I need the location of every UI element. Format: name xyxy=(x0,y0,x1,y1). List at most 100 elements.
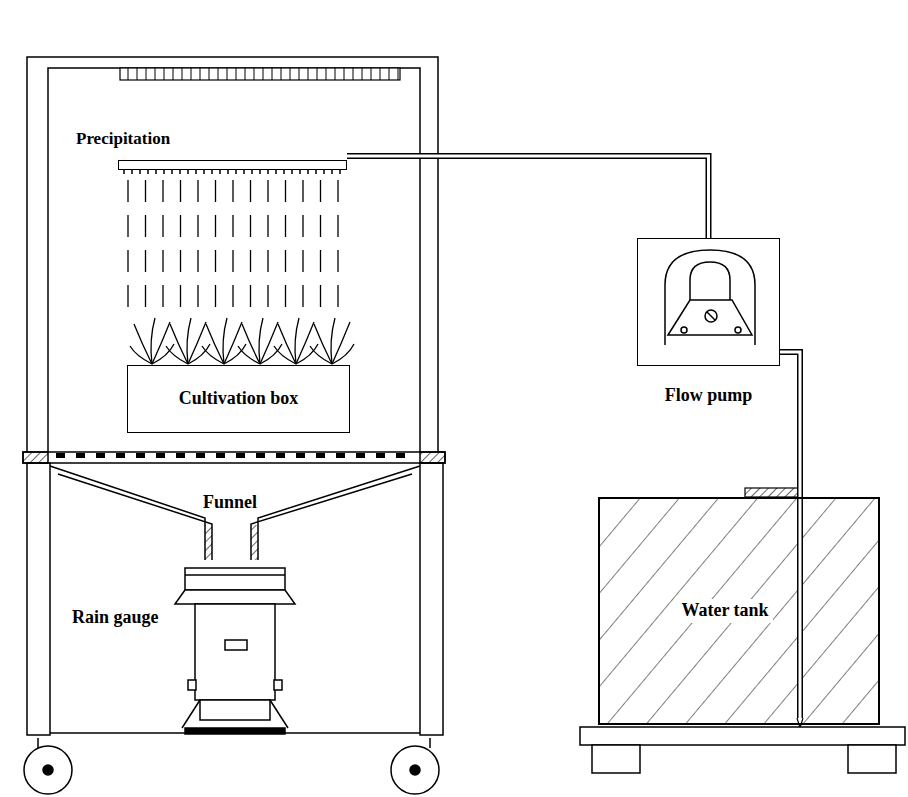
light-grid xyxy=(299,68,300,80)
flow-pump: Flow pump xyxy=(637,238,780,366)
node-label: Precipitation xyxy=(76,129,170,149)
rain-drops xyxy=(285,215,286,237)
light-grid xyxy=(272,68,273,80)
base-plate xyxy=(23,452,48,463)
light-grid xyxy=(263,68,264,80)
lower-frame xyxy=(27,463,50,735)
light-grid xyxy=(146,68,147,80)
rain-drops xyxy=(285,180,286,202)
base-plate xyxy=(420,452,445,463)
plate-perforations xyxy=(156,453,165,458)
tank-stand xyxy=(580,727,905,745)
plants xyxy=(238,346,260,364)
plants xyxy=(274,346,296,364)
sprinkler-holes xyxy=(124,170,340,174)
rain-drops xyxy=(127,180,128,202)
sprinkler-holes xyxy=(259,170,261,174)
sprinkler-holes xyxy=(179,170,181,174)
rain-drops xyxy=(180,285,181,307)
wheels xyxy=(24,746,72,794)
plate-perforations xyxy=(256,453,265,458)
plate-perforations xyxy=(316,453,325,458)
plants xyxy=(296,344,318,364)
sprinkler-holes xyxy=(299,170,301,174)
plants xyxy=(259,318,263,364)
pipe xyxy=(347,156,709,238)
rain-drops xyxy=(302,285,303,307)
funnel xyxy=(251,525,258,560)
wheels xyxy=(410,765,420,775)
rain-drops xyxy=(267,215,268,237)
plants xyxy=(152,322,170,364)
light-grid xyxy=(236,68,237,80)
rain-gauge xyxy=(188,680,196,690)
rain-drops xyxy=(337,215,338,237)
funnel xyxy=(50,466,205,560)
plate-perforations xyxy=(356,453,365,458)
flow-pump-head xyxy=(735,327,741,333)
light-grid xyxy=(245,68,246,80)
sprinkler-holes xyxy=(203,170,205,174)
flow-pump-head xyxy=(681,327,687,333)
funnel xyxy=(58,474,212,560)
frame xyxy=(48,68,420,452)
sprinkler-holes xyxy=(147,170,149,174)
plants xyxy=(331,318,335,364)
flow-pump-head xyxy=(665,250,755,345)
plants xyxy=(224,322,242,364)
plants xyxy=(130,346,152,364)
rain-drops xyxy=(267,250,268,272)
light-grid xyxy=(362,68,363,80)
light-grid xyxy=(200,68,201,80)
node-label: Cultivation box xyxy=(179,388,299,410)
light-grid xyxy=(155,68,156,80)
sprinkler-holes xyxy=(315,170,317,174)
plate-perforations xyxy=(56,453,65,458)
sprinkler-holes xyxy=(307,170,309,174)
rain-drops xyxy=(215,215,216,237)
rain-gauge xyxy=(274,680,282,690)
light-grid xyxy=(120,68,400,80)
plants xyxy=(187,318,191,364)
plants xyxy=(332,344,354,364)
rain-drops xyxy=(285,250,286,272)
rain-drops xyxy=(302,250,303,272)
plate-perforations xyxy=(56,453,405,458)
rain-gauge xyxy=(175,568,295,734)
water-tank: Water tank xyxy=(598,497,880,725)
rain-drops xyxy=(215,250,216,272)
plants xyxy=(295,318,299,364)
sprinkler-holes xyxy=(267,170,269,174)
cultivation-box: Cultivation box xyxy=(127,365,350,433)
plate-perforations xyxy=(196,453,205,458)
water-tank-fill xyxy=(598,488,880,728)
rain-drops xyxy=(232,285,233,307)
funnel xyxy=(251,474,412,560)
rain-drops xyxy=(267,285,268,307)
rain-drops xyxy=(232,250,233,272)
node-label: Water tank xyxy=(677,599,772,623)
plate-perforations xyxy=(76,453,85,458)
plate-perforations xyxy=(376,453,385,458)
funnel xyxy=(50,466,420,560)
rain-drops xyxy=(320,250,321,272)
sprinkler-holes xyxy=(139,170,141,174)
light-grid xyxy=(254,68,255,80)
lower-frame xyxy=(420,463,443,735)
sprinkler-holes xyxy=(251,170,253,174)
plants xyxy=(152,344,174,364)
rain-drops xyxy=(285,285,286,307)
plate-perforations xyxy=(176,453,185,458)
plate-perforations xyxy=(296,453,305,458)
wheels xyxy=(24,738,439,794)
frame xyxy=(27,57,438,452)
rain-drops xyxy=(320,285,321,307)
light-grid xyxy=(218,68,219,80)
rain-drops xyxy=(302,180,303,202)
light-grid xyxy=(335,68,336,80)
rain-drops xyxy=(127,215,128,237)
pipe-bore xyxy=(780,352,800,497)
plants xyxy=(260,344,282,364)
sprinkler-holes xyxy=(275,170,277,174)
water-pipe xyxy=(780,352,800,497)
